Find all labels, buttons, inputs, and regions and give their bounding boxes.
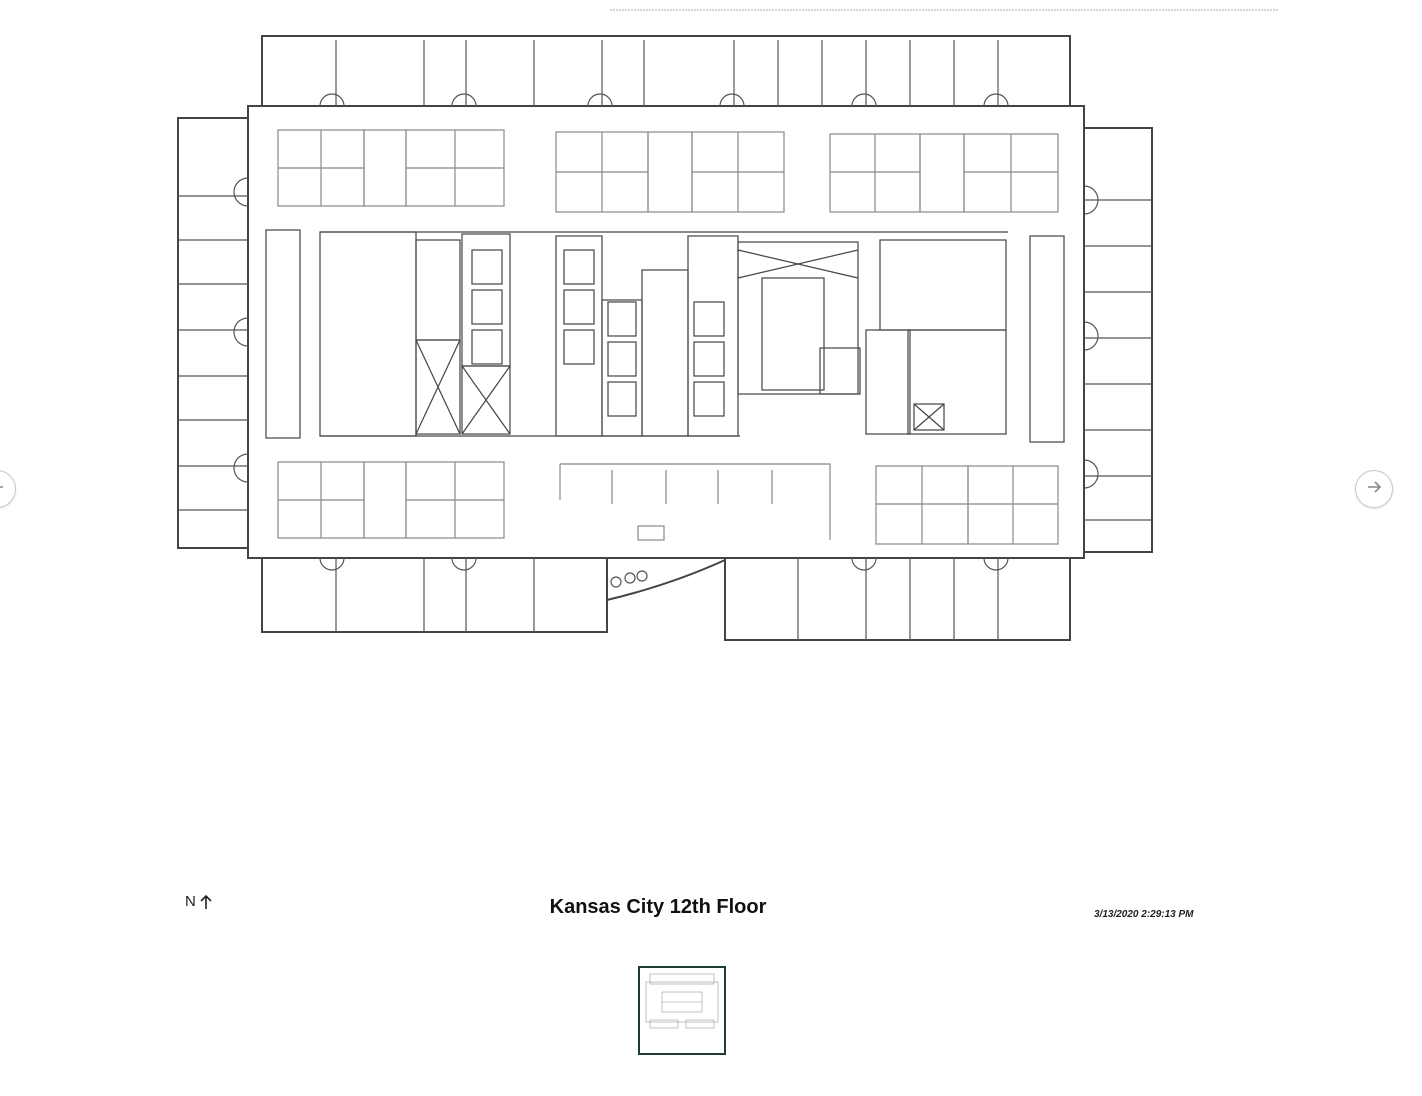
north-offices [319,40,1009,107]
south-offices [319,557,1009,640]
arrow-left-icon [0,478,6,501]
page-title: Kansas City 12th Floor [549,896,767,918]
next-button[interactable] [1355,470,1393,508]
page-thumbnail[interactable] [638,966,726,1055]
thumbnail-floor-plan [645,973,719,1029]
east-offices [1083,185,1152,521]
south-workstations [277,461,1059,545]
north-workstations [277,129,1059,213]
building-core [265,229,1065,443]
building-shell [177,35,1153,641]
north-indicator: N [185,893,213,910]
arrow-right-icon [1365,478,1383,501]
timestamp: 3/13/2020 2:29:13 PM [1094,909,1194,920]
north-label: N [185,893,196,910]
arrow-up-icon [199,894,213,910]
west-offices [178,177,249,511]
